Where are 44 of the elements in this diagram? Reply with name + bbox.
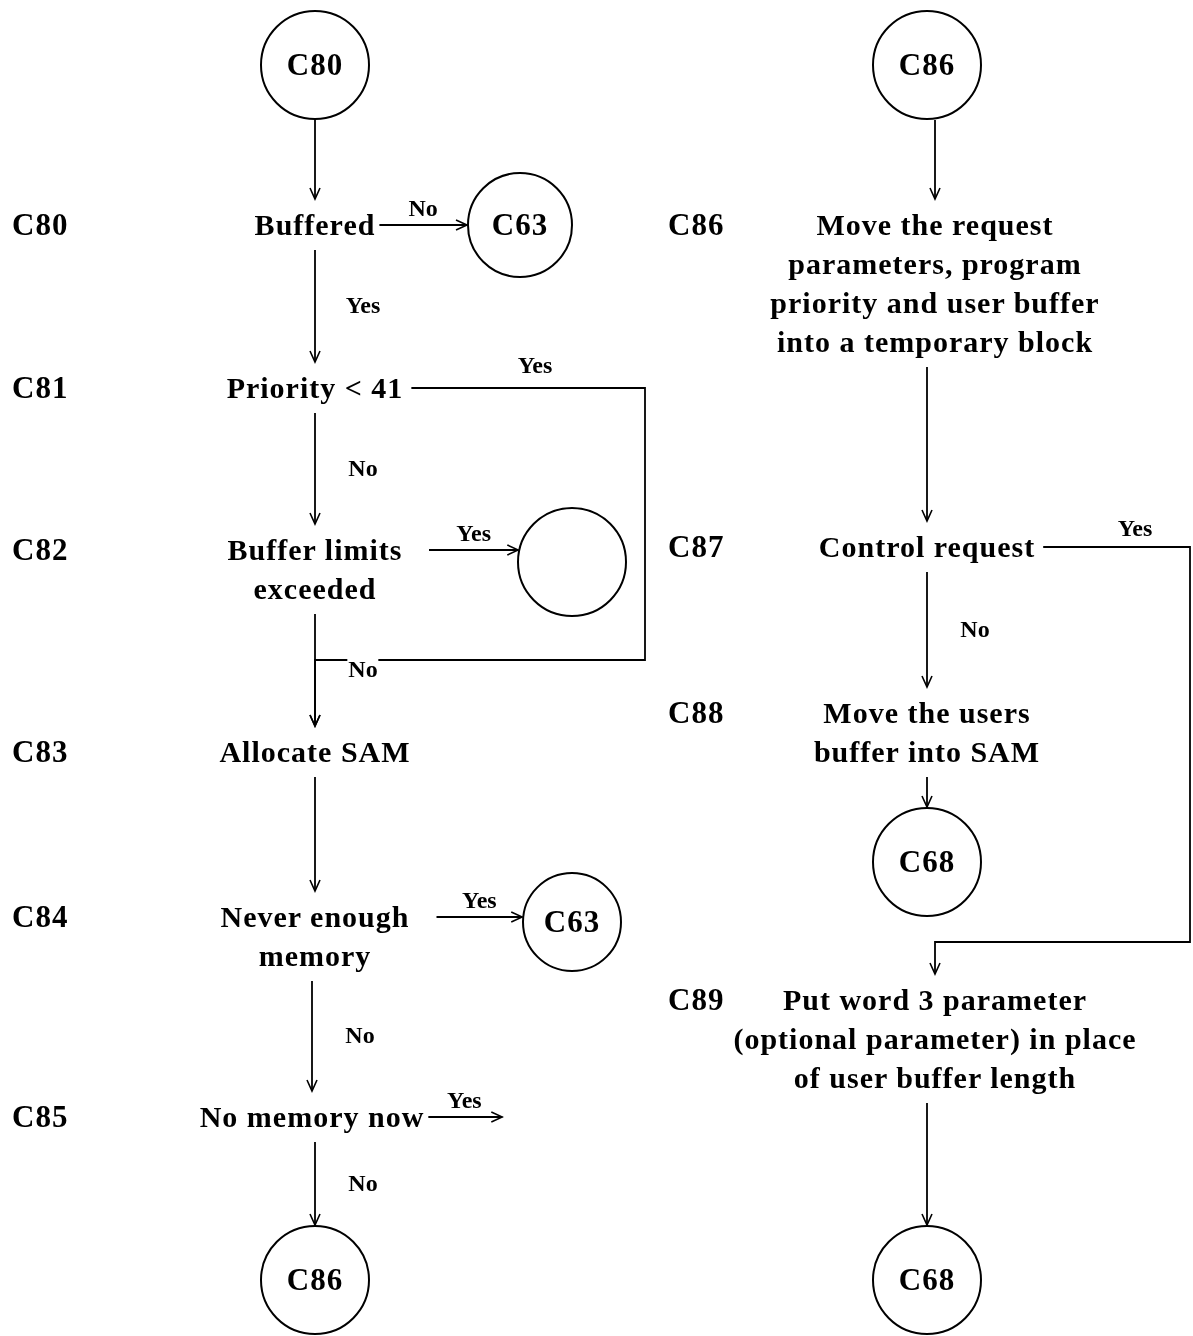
step-text: Control request [818, 527, 1036, 566]
arrow [309, 776, 321, 892]
step-text: Never enough memory [197, 897, 433, 975]
arrow [309, 613, 321, 727]
arrow [378, 219, 468, 231]
step-text: Buffer limits exceeded [205, 530, 425, 608]
arrow [428, 544, 520, 556]
connector-circle: C86 [872, 10, 982, 120]
arrow [921, 366, 933, 522]
step-text: No memory now [199, 1097, 425, 1136]
arrow [309, 249, 321, 363]
step-number: C81 [12, 369, 69, 407]
step-text: Allocate SAM [219, 732, 411, 771]
arrow [929, 119, 941, 200]
arrow [427, 1111, 504, 1123]
arrow [921, 571, 933, 688]
connector-circle: C63 [522, 872, 622, 972]
step-number: C84 [12, 898, 69, 936]
arrow [309, 1141, 321, 1226]
step-number: C88 [668, 694, 725, 732]
arrow [306, 980, 318, 1092]
step-number: C83 [12, 733, 69, 771]
step-text: Move the request parameters, program priority and user buffer into a temporary block [752, 205, 1118, 361]
step-number: C89 [668, 981, 725, 1019]
step-text: Priority < 41 [226, 368, 404, 407]
step-text: Move the users buffer into SAM [782, 693, 1072, 771]
connector-circle: C68 [872, 1225, 982, 1335]
step-number: C87 [668, 528, 725, 566]
arrow [309, 119, 321, 200]
arrow [921, 1102, 933, 1226]
step-number: C80 [12, 206, 69, 244]
connector-circle: C68 [872, 807, 982, 917]
arrow [309, 412, 321, 525]
arrow [435, 911, 524, 923]
connector-circle: C80 [260, 10, 370, 120]
step-text: Buffered [254, 205, 376, 244]
connector-circle: C63 [467, 172, 573, 278]
connector-circle: C86 [260, 1225, 370, 1335]
arrow [921, 776, 933, 808]
arrow [929, 546, 1191, 975]
step-number: C85 [12, 1098, 69, 1136]
step-text: Put word 3 parameter (optional parameter) in place of user buffer length [725, 980, 1145, 1097]
step-number: C82 [12, 531, 69, 569]
step-number: C86 [668, 206, 725, 244]
